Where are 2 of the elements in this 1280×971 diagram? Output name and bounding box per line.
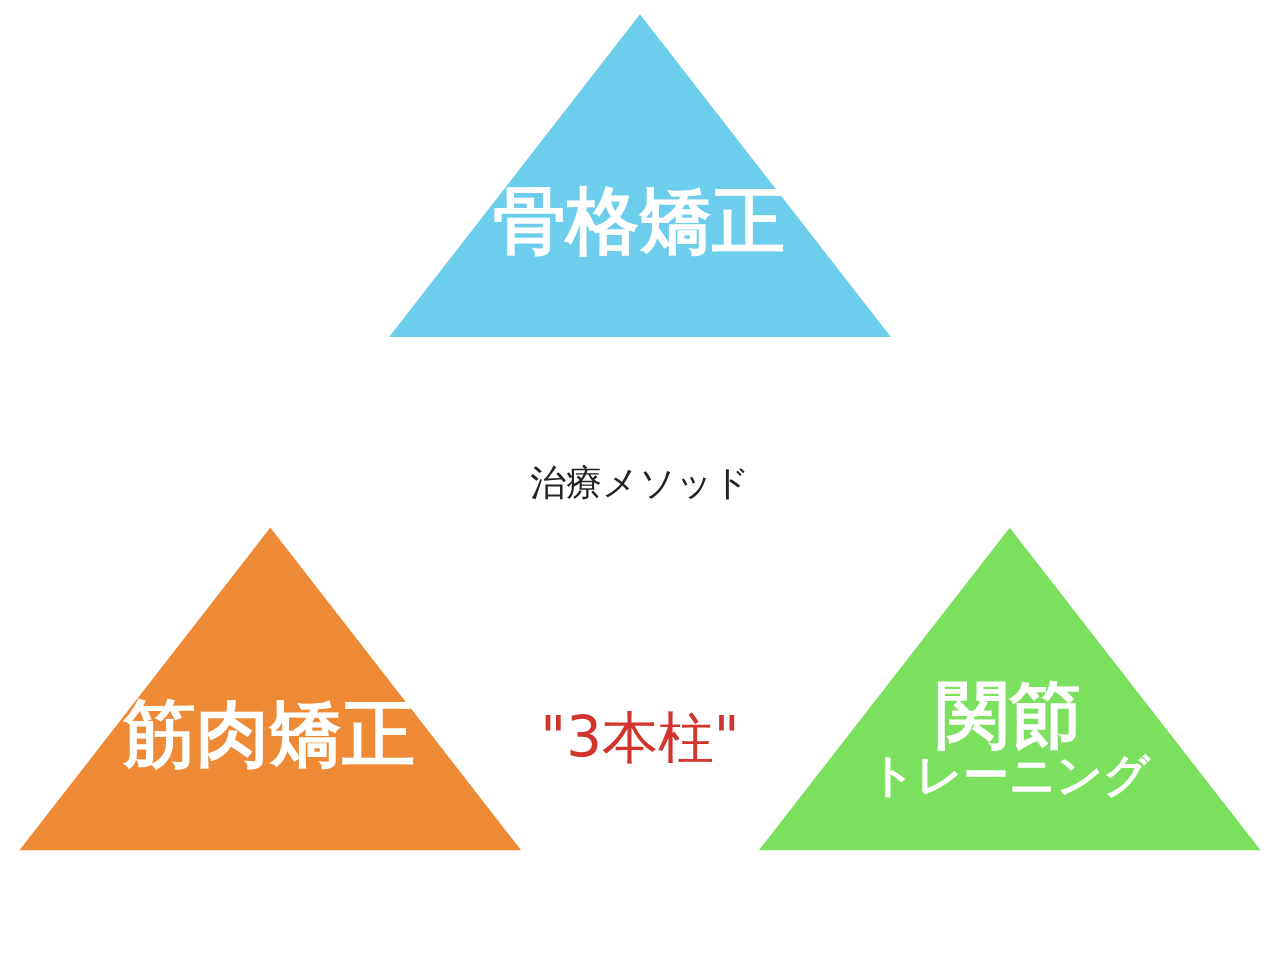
label: 治療メソッド bbox=[530, 460, 750, 504]
label: "3本柱" bbox=[540, 704, 740, 770]
